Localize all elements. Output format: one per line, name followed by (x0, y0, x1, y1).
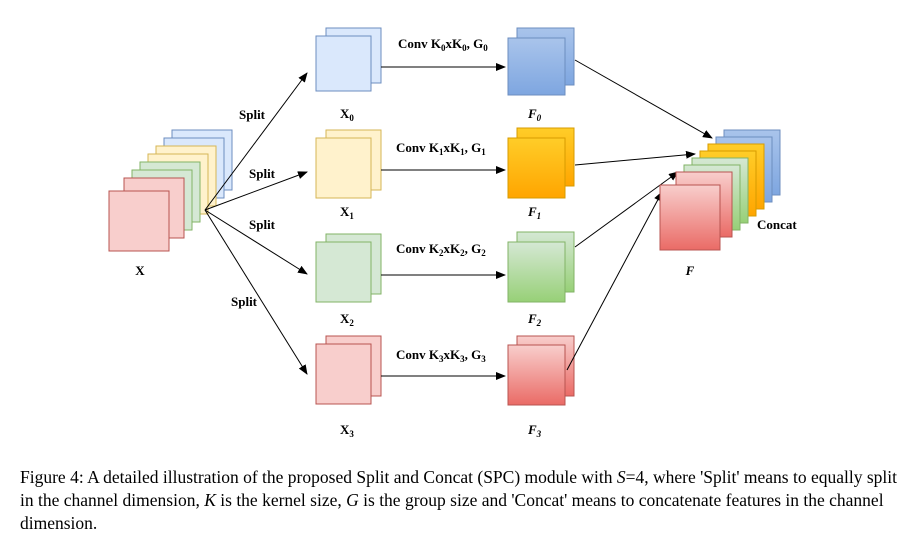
f1-label: F1 (527, 204, 541, 221)
caption-part-2: =4, where 'Split' means to equally split… (20, 467, 897, 510)
conv-label-0: Conv K0xK0, G0 (398, 36, 488, 53)
caption-part-3: is the kernel size, (215, 490, 347, 510)
concat-arrow-0 (574, 59, 713, 139)
f3-front (507, 344, 566, 406)
spc-module-diagram: X Split Split Split Split (108, 27, 797, 439)
conv-label-2: Conv K2xK2, G2 (396, 241, 486, 258)
f2-front (507, 241, 566, 303)
x0-stack (315, 27, 382, 92)
figure-caption: Figure 4: A detailed illustration of the… (20, 466, 900, 535)
input-layer-red (108, 190, 170, 252)
concat-label: Concat (757, 217, 797, 232)
f3-label: F3 (527, 422, 542, 439)
output-stack-f (659, 129, 781, 251)
x3-stack (315, 335, 382, 405)
x1-label: X1 (340, 204, 354, 221)
f0-stack (507, 27, 575, 96)
f0-front (507, 37, 566, 96)
split-arrow-3 (204, 209, 308, 375)
svg-text:Conv K0xK0, G0: Conv K0xK0, G0 (398, 36, 488, 53)
split-arrow-2 (204, 209, 308, 275)
x2-stack (315, 233, 382, 303)
svg-text:Conv K3xK3, G3: Conv K3xK3, G3 (396, 347, 486, 364)
f2-label: F2 (527, 311, 542, 328)
split-label-3: Split (231, 294, 258, 309)
x2-front (315, 241, 372, 303)
caption-g-var: G (346, 490, 359, 510)
f3-stack (507, 335, 575, 406)
svg-text:Conv K1xK1, G1: Conv K1xK1, G1 (396, 140, 486, 157)
concat-arrow-1 (574, 150, 696, 166)
split-label-1: Split (249, 166, 276, 181)
split-arrow-0 (204, 72, 308, 211)
split-arrow-1 (204, 171, 308, 211)
x3-front (315, 343, 372, 405)
concat-arrows (566, 59, 713, 371)
input-label: X (135, 263, 145, 278)
caption-part-1: Figure 4: A detailed illustration of the… (20, 467, 617, 487)
caption-k-var: K (204, 490, 216, 510)
output-label: F (685, 263, 695, 278)
conv-label-3: Conv K3xK3, G3 (396, 347, 486, 364)
x1-stack (315, 129, 382, 199)
split-label-0: Split (239, 107, 266, 122)
concat-arrow-3 (566, 191, 663, 371)
caption-part-4: is the group size and 'Concat' means to … (20, 490, 884, 533)
x2-label: X2 (340, 311, 354, 328)
x1-front (315, 137, 372, 199)
f2-stack (507, 231, 575, 303)
f0-label: F0 (527, 106, 542, 123)
svg-text:Conv K2xK2, G2: Conv K2xK2, G2 (396, 241, 486, 258)
x0-front (315, 35, 372, 92)
conv-label-1: Conv K1xK1, G1 (396, 140, 486, 157)
split-label-2: Split (249, 217, 276, 232)
f1-stack (507, 127, 575, 199)
x0-label: X0 (340, 106, 354, 123)
split-arrows (204, 72, 308, 375)
x3-label: X3 (340, 422, 354, 439)
output-layer-red (659, 184, 721, 251)
input-stack-x (108, 129, 233, 252)
f1-front (507, 137, 566, 199)
caption-s-var: S (616, 467, 626, 487)
